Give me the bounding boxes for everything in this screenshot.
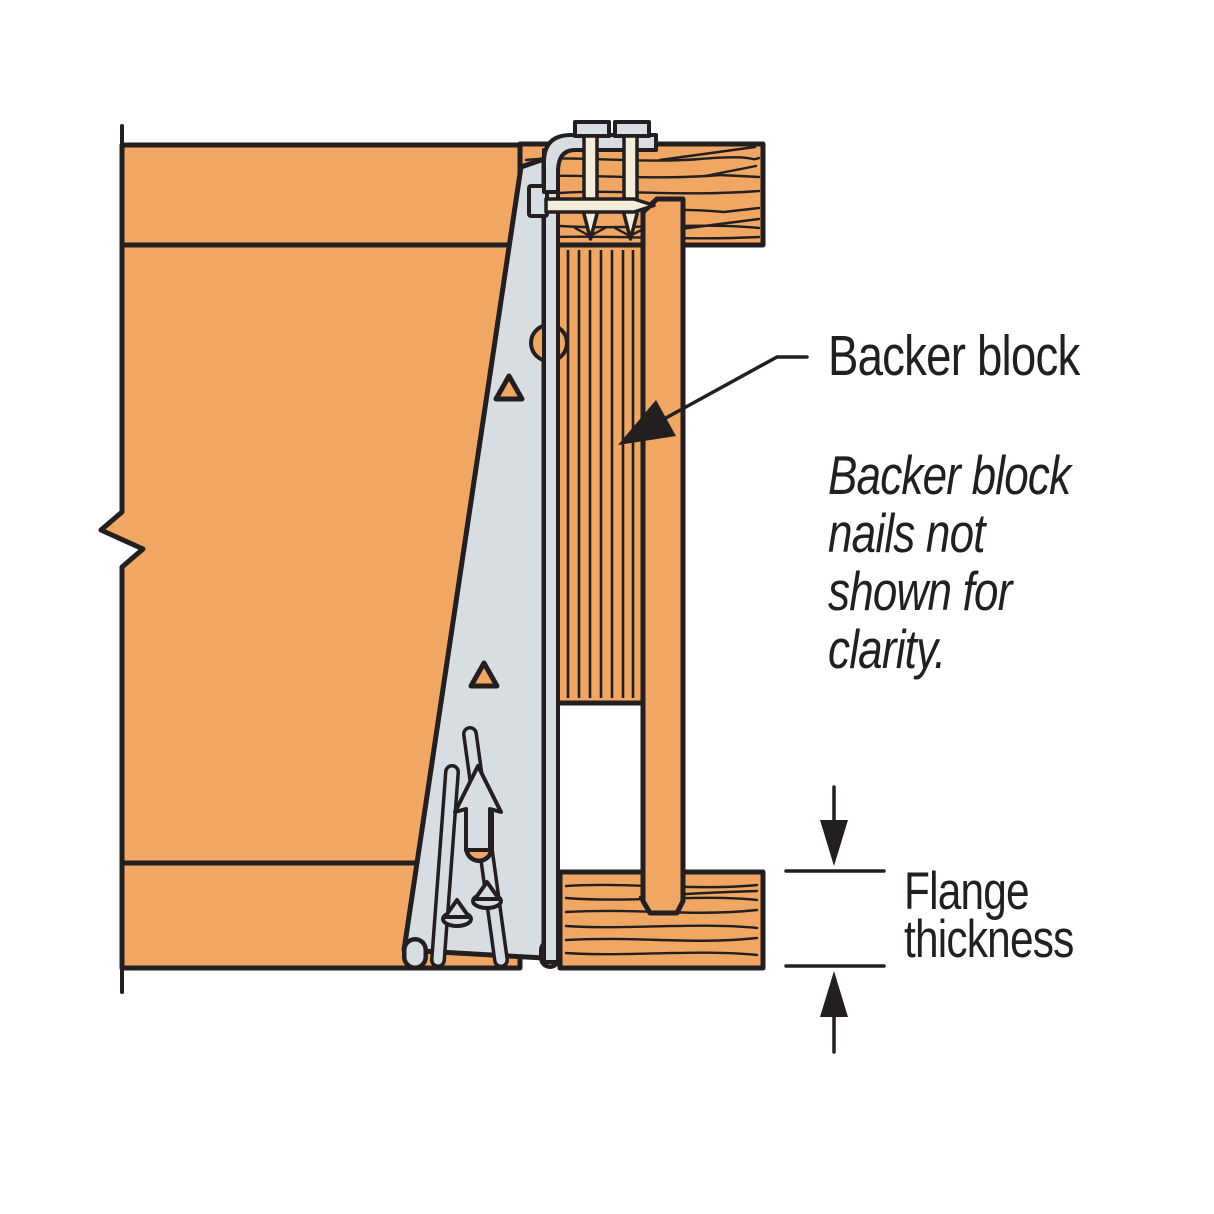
- top-flange-nail: [622, 134, 639, 241]
- top-flange-nail: [582, 134, 599, 241]
- triangle-hole-lower: [468, 660, 500, 689]
- dim-arrow-down: [820, 820, 848, 866]
- ijoist-web: [640, 196, 686, 916]
- backer-leader-arrowhead: [618, 400, 676, 445]
- flange-label-line-1: Flange: [904, 862, 1030, 921]
- nail-cone-tip: [443, 898, 471, 919]
- backer-note: Backer block nails not shown for clarity…: [828, 444, 1071, 680]
- top-nail-head: [613, 120, 651, 138]
- wood-parts: [98, 124, 766, 994]
- nail-cones: [441, 880, 503, 928]
- flange-thickness-label: Flange thickness: [904, 862, 1074, 969]
- hanger: [401, 120, 658, 970]
- annotations: [618, 355, 886, 1054]
- backer-block-grain: [566, 250, 635, 698]
- backer-note-line-1: Backer block: [828, 444, 1071, 506]
- backer-note-line-4: clarity.: [828, 618, 946, 680]
- dim-arrow-up: [820, 971, 848, 1017]
- nails: [544, 134, 656, 241]
- hanger-front-strap: [542, 148, 560, 964]
- triangle-hole-upper: [493, 373, 525, 402]
- backer-note-line-2: nails not: [828, 502, 985, 564]
- hanger-rib-left-fill: [433, 767, 457, 965]
- horizontal-nail: [544, 197, 656, 214]
- flange-label-line-2: thickness: [904, 910, 1074, 969]
- backer-block-label: Backer block: [828, 324, 1080, 388]
- top-nail-head: [573, 120, 611, 138]
- arrow-emboss: [453, 764, 503, 852]
- backer-note-line-3: shown for: [828, 560, 1012, 622]
- nail-cone-tip: [473, 880, 501, 901]
- backer-leader-line: [662, 355, 809, 421]
- support-beam: [98, 142, 523, 971]
